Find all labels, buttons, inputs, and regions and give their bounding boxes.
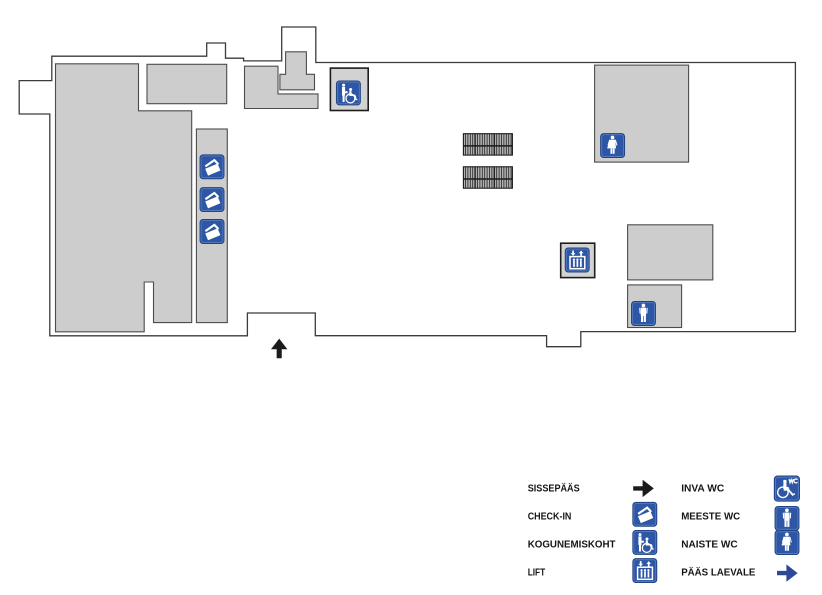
svg-text:PÄÄS LAEVALE: PÄÄS LAEVALE <box>681 566 755 579</box>
svg-text:INVA WC: INVA WC <box>681 484 725 495</box>
svg-text:NAISTE WC: NAISTE WC <box>681 540 738 551</box>
svg-text:MEESTE WC: MEESTE WC <box>681 512 741 523</box>
svg-text:CHECK-IN: CHECK-IN <box>528 512 572 523</box>
svg-text:KOGUNEMISKOHT: KOGUNEMISKOHT <box>528 540 617 551</box>
svg-text:LIFT: LIFT <box>528 568 546 579</box>
svg-text:SISSEPÄÄS: SISSEPÄÄS <box>528 482 580 495</box>
